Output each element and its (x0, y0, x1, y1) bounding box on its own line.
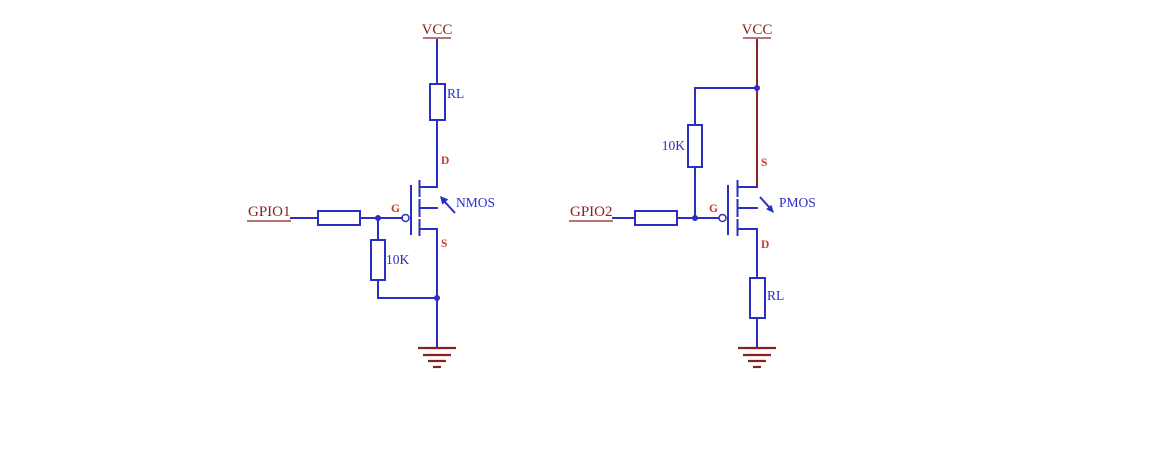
gpio2-label: GPIO2 (570, 204, 613, 220)
load-resistor-label: RL (447, 86, 464, 101)
pulldown-resistor (370, 239, 386, 281)
pullup-resistor-label: 10K (662, 138, 686, 153)
load-resistor-label: RL (767, 288, 784, 303)
source-pin-label: S (761, 157, 767, 169)
body-arrow-head (440, 196, 449, 205)
gate-series-resistor (634, 210, 678, 226)
junction-dot (434, 295, 440, 301)
source-pin-label: S (441, 238, 447, 250)
nmos-transistor (401, 180, 456, 236)
nmos-circuit: VCC RL D NMOS S G GPIO1 (247, 22, 495, 369)
drain-pin-label: D (761, 239, 769, 251)
pulldown-resistor-label: 10K (386, 252, 410, 267)
gate-bubble (718, 213, 727, 223)
vcc-label: VCC (422, 22, 453, 38)
drain-pin-label: D (441, 155, 449, 167)
pullup-resistor (687, 124, 703, 168)
gate-pin-label: G (391, 203, 400, 215)
load-resistor (429, 83, 446, 121)
pmos-circuit: VCC 10K GPIO2 S PMOS D (569, 22, 816, 369)
body-arrow-head (766, 204, 774, 213)
load-resistor (749, 277, 766, 319)
body-arrow (443, 200, 456, 214)
vcc-label: VCC (742, 22, 773, 38)
pmos-transistor (718, 180, 774, 236)
ground-symbol (738, 346, 776, 369)
gpio1-label: GPIO1 (248, 204, 291, 220)
gate-bubble (401, 213, 410, 223)
transistor-label: PMOS (779, 195, 816, 210)
junction-dot (692, 215, 698, 221)
junction-dot (754, 85, 760, 91)
transistor-label: NMOS (456, 195, 495, 210)
gate-series-resistor (317, 210, 361, 226)
gate-pin-label: G (709, 203, 718, 215)
ground-symbol (418, 346, 456, 369)
body-arrow (759, 196, 770, 208)
